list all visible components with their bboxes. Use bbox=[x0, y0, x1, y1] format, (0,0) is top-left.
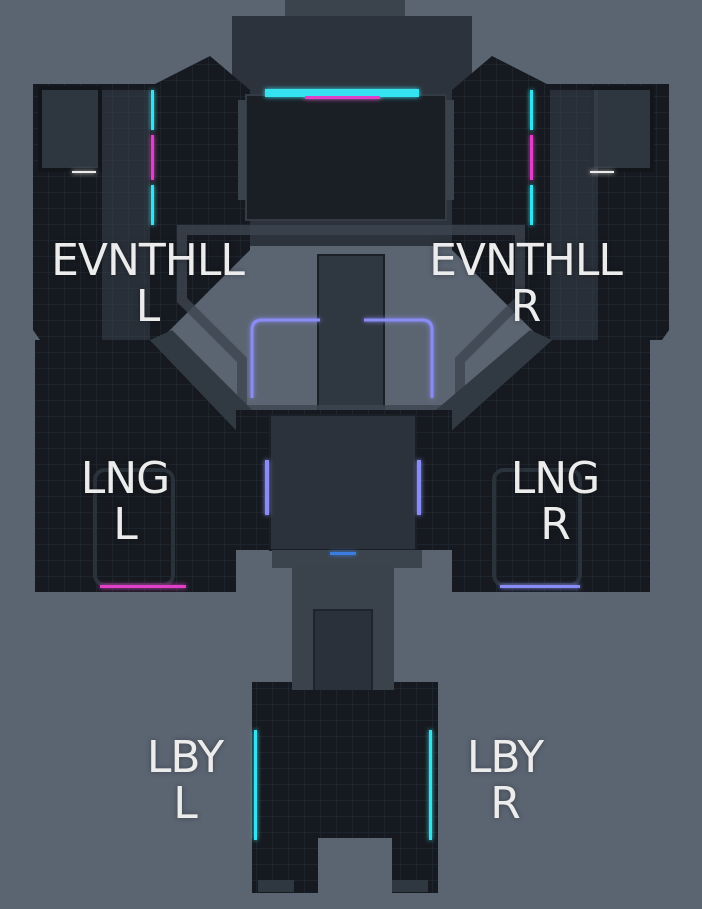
lounge-right-wing bbox=[452, 340, 650, 592]
room-label-lobby-right: LBY R bbox=[450, 735, 560, 827]
event-hall-left-room bbox=[38, 86, 102, 172]
top-shaft bbox=[285, 0, 405, 20]
central-corridor bbox=[317, 254, 385, 416]
room-label-event-hall-left: EVNTHLL L bbox=[40, 238, 255, 330]
central-hub-core bbox=[269, 414, 417, 551]
room-label-event-hall-right: EVNTHLL R bbox=[418, 238, 633, 330]
room-side: R bbox=[510, 281, 542, 332]
room-name: LNG bbox=[80, 453, 171, 504]
stage-neon-strip bbox=[265, 89, 419, 97]
room-side: R bbox=[490, 778, 521, 829]
room-label-lobby-left: LBY L bbox=[130, 735, 240, 827]
room-name: LBY bbox=[466, 732, 544, 783]
room-name: EVNTHLL bbox=[429, 235, 623, 286]
lounge-left-wing bbox=[35, 340, 236, 592]
stage-area bbox=[245, 94, 447, 221]
hub-neon-frame-left bbox=[250, 318, 320, 398]
hub-neon-frame-right bbox=[364, 318, 434, 398]
room-label-lounge-left: LNG L bbox=[70, 456, 180, 548]
room-label-lounge-right: LNG R bbox=[500, 456, 610, 548]
lobby-block bbox=[252, 682, 438, 893]
event-hall-right-room bbox=[590, 86, 654, 172]
room-name: LNG bbox=[510, 453, 601, 504]
room-side: L bbox=[135, 281, 161, 332]
room-side: R bbox=[540, 499, 571, 550]
room-name: EVNTHLL bbox=[51, 235, 245, 286]
room-name: LBY bbox=[146, 732, 224, 783]
room-side: L bbox=[113, 499, 138, 550]
room-side: L bbox=[173, 778, 198, 829]
